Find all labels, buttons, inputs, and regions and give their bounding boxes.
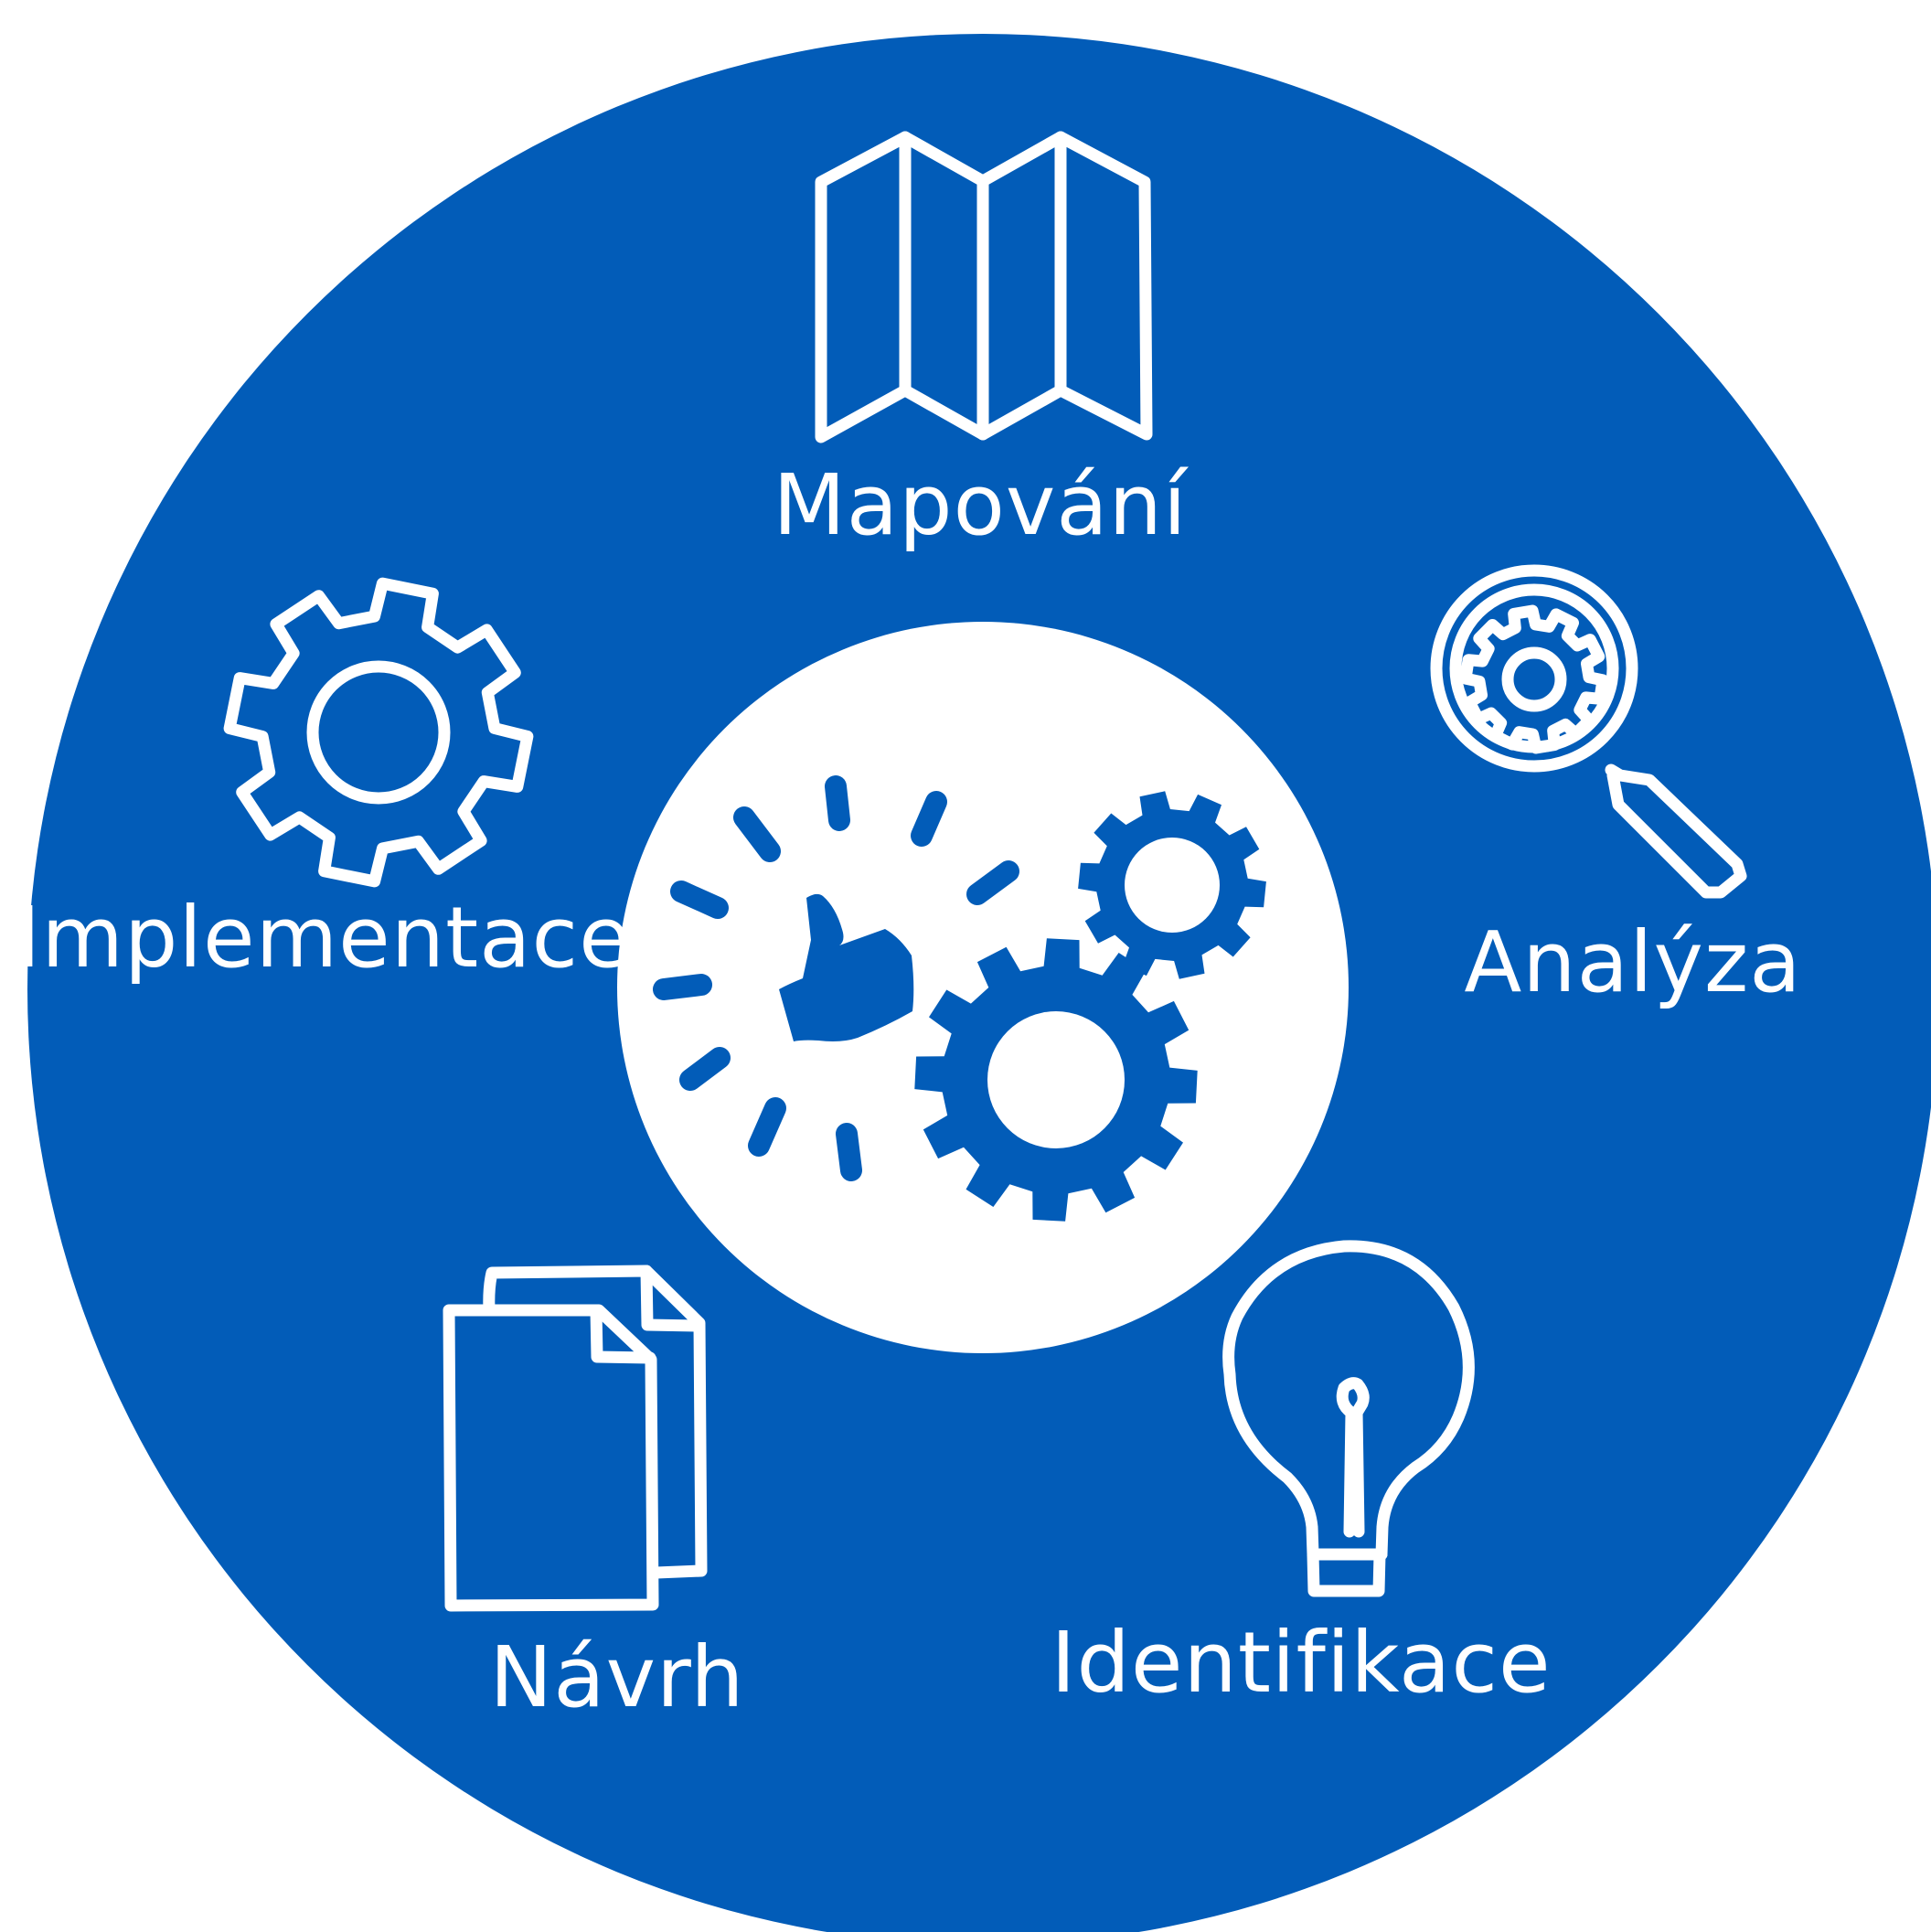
stage-label-navrh: Návrh: [489, 1628, 744, 1726]
large-gear-hole: [987, 1011, 1125, 1148]
small-gear-hole: [1125, 838, 1220, 933]
stage-label-mapovani: Mapování: [773, 456, 1189, 554]
stage-label-identifikace: Identifikace: [1051, 1614, 1551, 1712]
center-circle: [617, 622, 1349, 1353]
gears-icon: [914, 791, 1266, 1222]
stage-label-analyza: Analýza: [1464, 913, 1801, 1011]
magnifier-gear-icon: [1430, 564, 1747, 899]
map-icon: [815, 131, 1153, 443]
gear-icon: [223, 577, 534, 888]
lightbulb-icon: [1222, 1240, 1475, 1597]
documents-icon: [443, 1265, 708, 1612]
thumbs-up-icon: [653, 775, 1019, 1181]
stage-label-implementace: Implementace: [16, 889, 631, 987]
